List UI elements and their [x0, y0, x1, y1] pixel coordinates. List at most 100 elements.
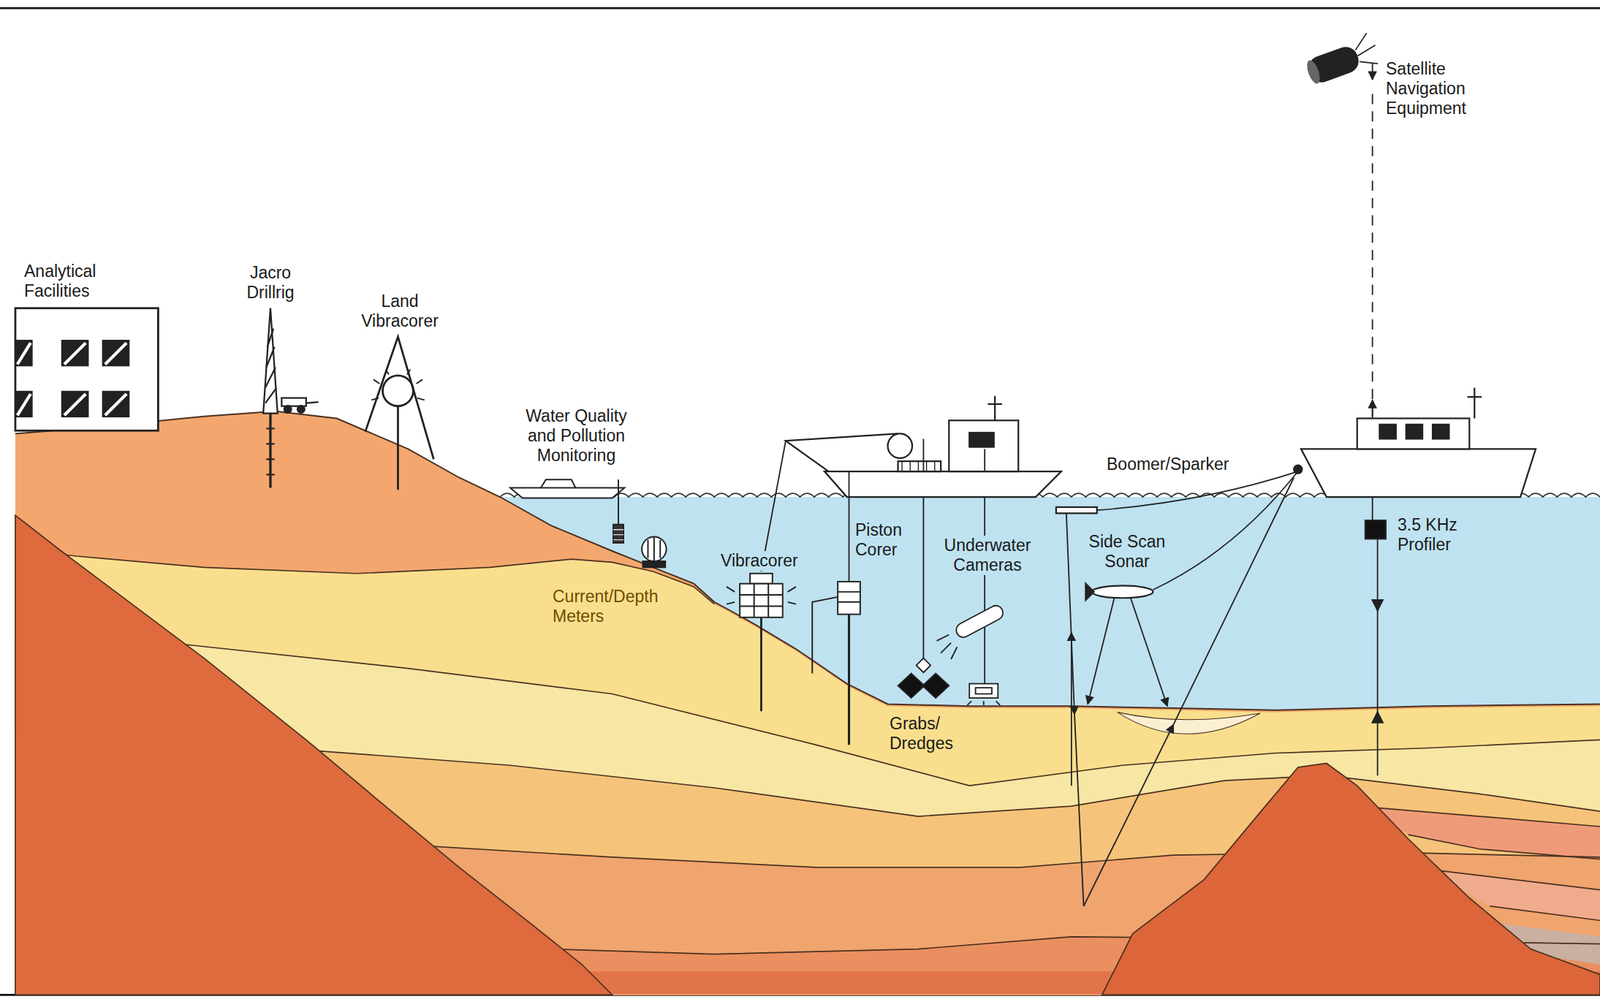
profiler-beam [1377, 538, 1379, 776]
sonar-beam [1087, 597, 1114, 704]
facility-label: Analytical Facilities [22, 261, 133, 302]
corer-weight [837, 581, 861, 615]
window [15, 339, 33, 367]
rock-mountain [1102, 763, 1600, 995]
window [15, 391, 33, 418]
cabin-window [1432, 424, 1449, 440]
camera-housing [953, 603, 1006, 640]
vibracorer-head [749, 573, 773, 585]
equipment-label: Land Vibracorer [352, 291, 448, 332]
vibrator [383, 375, 414, 407]
fish-fin [1085, 584, 1094, 601]
core-barrel [760, 617, 763, 712]
seismic-ray [1066, 513, 1075, 715]
sea-water [499, 497, 1600, 711]
cabin-window [969, 432, 995, 448]
boomer-tow [1097, 471, 1299, 511]
crane-boom [785, 433, 899, 472]
winch-drum [888, 433, 913, 459]
sonar-fish [1092, 585, 1154, 598]
camera-rays [967, 700, 1000, 706]
monitoring-boat [510, 479, 625, 544]
satellite-cylinder [1304, 43, 1362, 86]
window [102, 391, 131, 418]
glint [105, 393, 127, 416]
window [102, 339, 131, 367]
window [61, 339, 90, 367]
beam-arrow [1372, 712, 1383, 723]
probe-bands [613, 529, 624, 541]
drill-tower [263, 308, 278, 414]
mast-bar [987, 403, 1003, 405]
profiler-line [1371, 497, 1374, 521]
cabin-window [1379, 424, 1396, 440]
seismic-ray [1173, 477, 1294, 725]
tower-bracing [265, 328, 277, 404]
satellite-body [1302, 31, 1382, 87]
building-wall [15, 308, 158, 432]
ground-surface [15, 411, 1600, 711]
a-frame [365, 336, 435, 460]
frame-grid [739, 584, 783, 618]
land-layer [15, 411, 1600, 996]
cart-handle [306, 402, 319, 403]
grab-hinge [916, 658, 932, 674]
sonar-beam [1130, 597, 1168, 707]
weight-bands [837, 592, 861, 603]
meter-head [641, 536, 667, 562]
window [61, 391, 90, 418]
grab-cable [923, 438, 925, 666]
deck-rail [898, 461, 942, 472]
vibracorer-frame [739, 584, 783, 618]
underwater-camera [937, 603, 1006, 706]
glint [17, 393, 31, 416]
signal-arrow [1371, 399, 1374, 419]
ship-cabin [1357, 418, 1470, 449]
cart [281, 398, 307, 407]
trigger-arm [812, 597, 838, 674]
building [15, 308, 158, 432]
grab-jaw [922, 673, 949, 699]
drillrig [263, 308, 318, 489]
vibracorer [726, 573, 796, 712]
equipment-label: Underwater Cameras [936, 535, 1039, 576]
equipment-label: Water Quality and Pollution Monitoring [512, 406, 641, 466]
mast [1473, 388, 1476, 419]
cabin-window [1406, 424, 1423, 440]
current-meter [641, 536, 667, 568]
satellite [1302, 31, 1382, 419]
camera-frame [969, 684, 998, 699]
grab-sampler [898, 658, 950, 699]
satellite-end [1304, 58, 1323, 85]
equipment-label: 3.5 KHz Profiler [1396, 515, 1481, 555]
probe-line [617, 479, 620, 525]
seismic-ray [1083, 724, 1174, 907]
seismic-ray [1074, 714, 1084, 907]
equipment-label: Grabs/ Dredges [888, 714, 962, 754]
boat-cabin [540, 479, 576, 488]
probe [613, 524, 624, 544]
glint [64, 393, 86, 416]
vibration-rays [371, 369, 425, 400]
glint [17, 342, 31, 365]
equipment-label: Boomer/Sparker [1105, 454, 1231, 475]
survey-ship [760, 396, 1061, 685]
equipment-label: Vibracorer [719, 551, 800, 571]
ship-hull [824, 471, 1062, 498]
rail-posts [901, 461, 935, 472]
beam-arrow [1372, 600, 1383, 611]
basement-rock [15, 515, 613, 995]
equipment-label: Current/Depth Meters [551, 586, 676, 627]
sonar-tow [1153, 471, 1299, 590]
glint [64, 342, 86, 365]
antenna [1351, 31, 1383, 70]
corer-cable [848, 471, 851, 582]
piston-corer [812, 581, 861, 745]
ship-hull [1301, 448, 1536, 498]
wheel [297, 405, 305, 413]
vibration-rays [726, 586, 796, 605]
equipment-label: Side Scan Sonar [1079, 532, 1175, 572]
